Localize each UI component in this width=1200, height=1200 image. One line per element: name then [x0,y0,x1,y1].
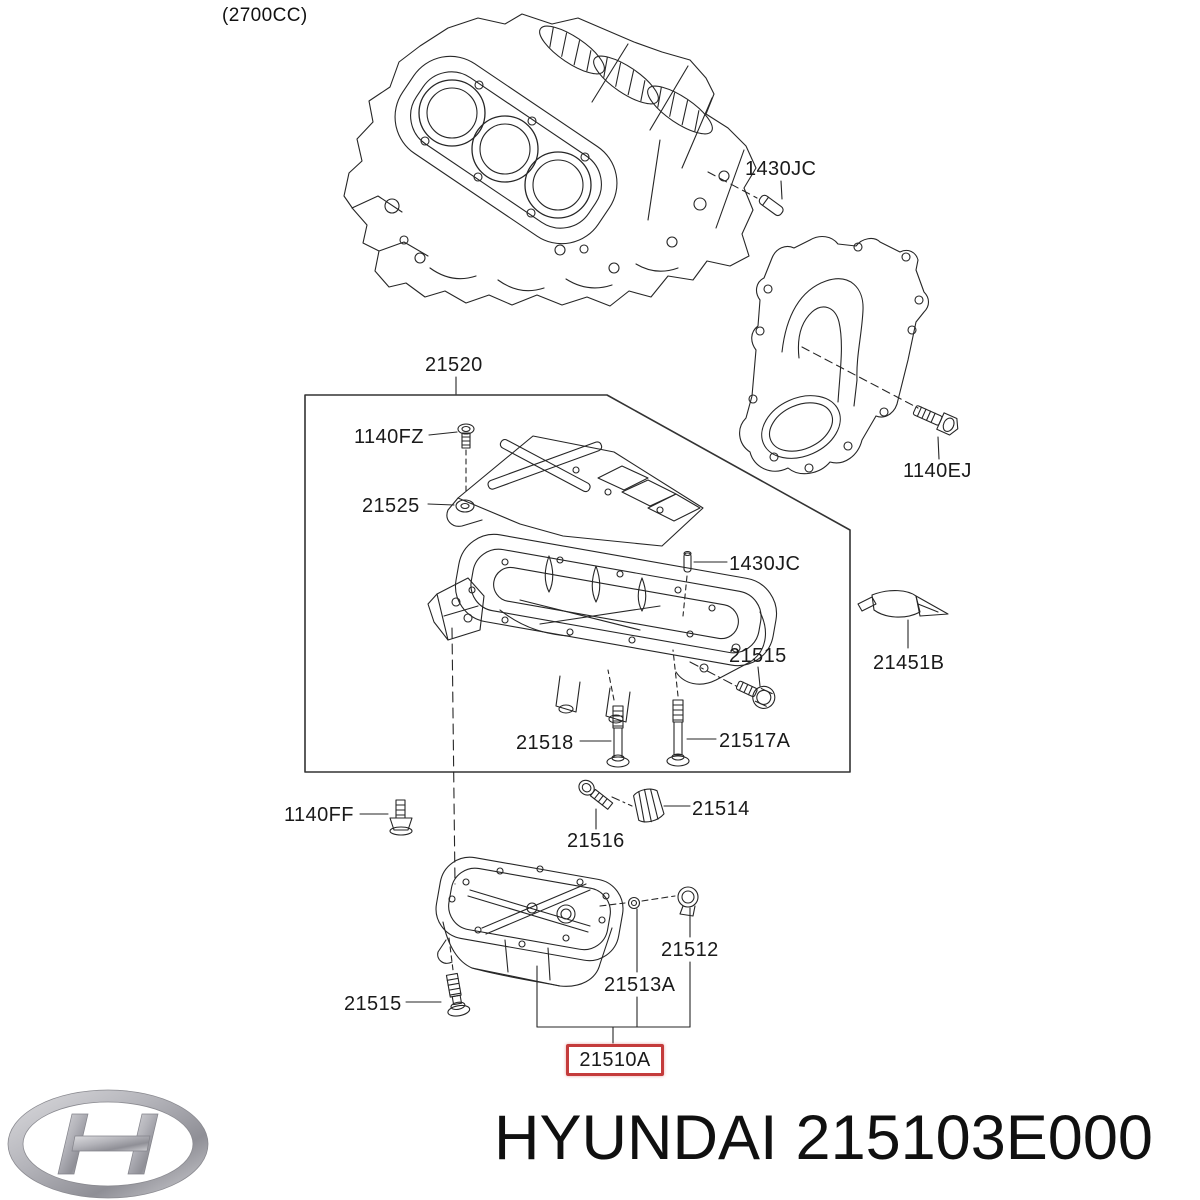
part-number: 215103E000 [795,1103,1153,1173]
part-label-21516: 21516 [567,830,625,852]
rear-plate-drawing [739,235,930,475]
stud-bolts-drawing [579,649,717,768]
upper-pan-bolt-drawing [689,661,776,709]
upper-oil-pan-drawing [427,533,778,724]
block-bolt-drawing [359,799,413,836]
dowel-pin-pan-drawing [682,550,728,617]
part-label-21514: 21514 [692,798,750,820]
part-label-1140ej: 1140EJ [903,460,972,482]
hyundai-logo [7,1089,209,1199]
part-label-21520: 21520 [425,354,483,376]
part-label-21451b: 21451B [873,652,945,674]
dowel-pin-top-drawing [707,171,784,217]
brand-name: HYUNDAI [494,1103,778,1173]
part-label-21525: 21525 [362,495,420,517]
engine-variant-note: (2700CC) [222,5,308,26]
part-label-1430jc-pan: 1430JC [729,553,801,575]
part-label-1140fz: 1140FZ [354,426,424,448]
highlighted-part-box: 21510A [566,1044,664,1076]
lower-pan-bolt-drawing [405,937,471,1017]
part-label-21517a: 21517A [719,730,791,752]
baffle-plate-drawing [427,435,704,547]
part-label-21510a: 21510A [579,1048,651,1071]
drain-washer-plug-drawing [536,886,699,1044]
part-label-1140ff: 1140FF [284,804,354,826]
part-label-21518: 21518 [516,732,574,754]
part-label-21515-upper: 21515 [729,645,787,667]
group-box-21520 [304,376,851,773]
cone-plug-drawing [633,788,691,823]
engine-block-drawing [343,13,757,307]
adapter-bolt-drawing [578,779,633,830]
part-label-21515-lower: 21515 [344,993,402,1015]
rear-plate-bolt-drawing [801,346,959,460]
baffle-bolt-drawing [428,423,475,494]
part-label-21512: 21512 [661,939,719,961]
lower-oil-pan-drawing [435,627,624,987]
part-label-1430jc-top: 1430JC [745,158,817,180]
sealant-tube-drawing [857,590,949,649]
part-label-21513a: 21513A [604,974,676,996]
